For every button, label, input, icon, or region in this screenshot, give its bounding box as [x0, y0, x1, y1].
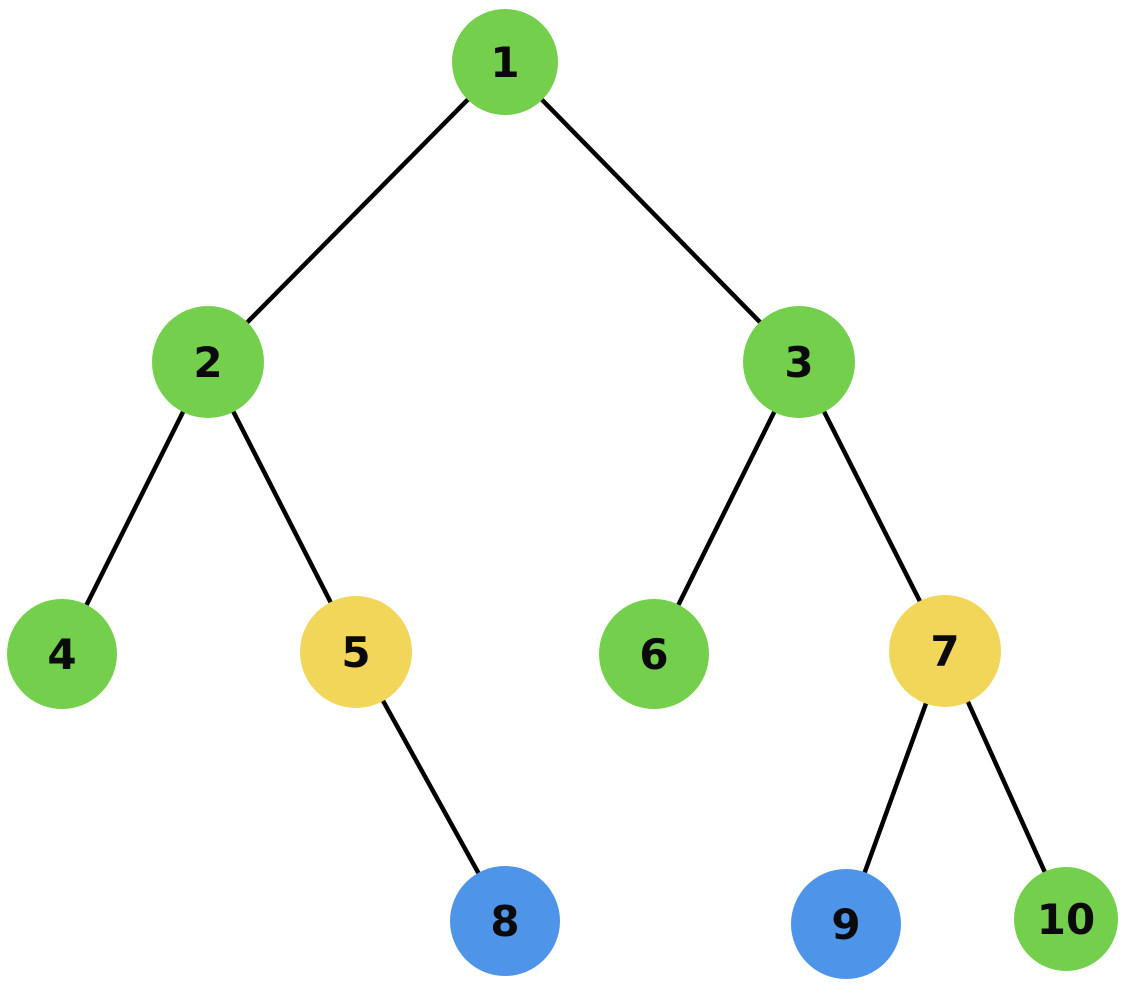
tree-node-2: 2: [152, 306, 264, 418]
tree-node-9: 9: [791, 869, 901, 979]
tree-node-circle-4: [7, 599, 117, 709]
tree-node-4: 4: [7, 599, 117, 709]
tree-node-10: 10: [1014, 867, 1118, 971]
tree-node-5: 5: [300, 596, 412, 708]
tree-node-circle-5: [300, 596, 412, 708]
tree-node-circle-9: [791, 869, 901, 979]
tree-node-circle-2: [152, 306, 264, 418]
tree-node-1: 1: [452, 9, 558, 115]
tree-edge-1-3: [502, 59, 802, 365]
tree-node-circle-1: [452, 9, 558, 115]
tree-edge-1-2: [205, 59, 508, 365]
tree-node-circle-3: [743, 306, 855, 418]
tree-node-circle-10: [1014, 867, 1118, 971]
tree-node-circle-7: [889, 595, 1001, 707]
tree-node-3: 3: [743, 306, 855, 418]
tree-node-circle-6: [599, 599, 709, 709]
tree-node-8: 8: [450, 866, 560, 976]
tree-node-7: 7: [889, 595, 1001, 707]
tree-node-6: 6: [599, 599, 709, 709]
tree-node-circle-8: [450, 866, 560, 976]
